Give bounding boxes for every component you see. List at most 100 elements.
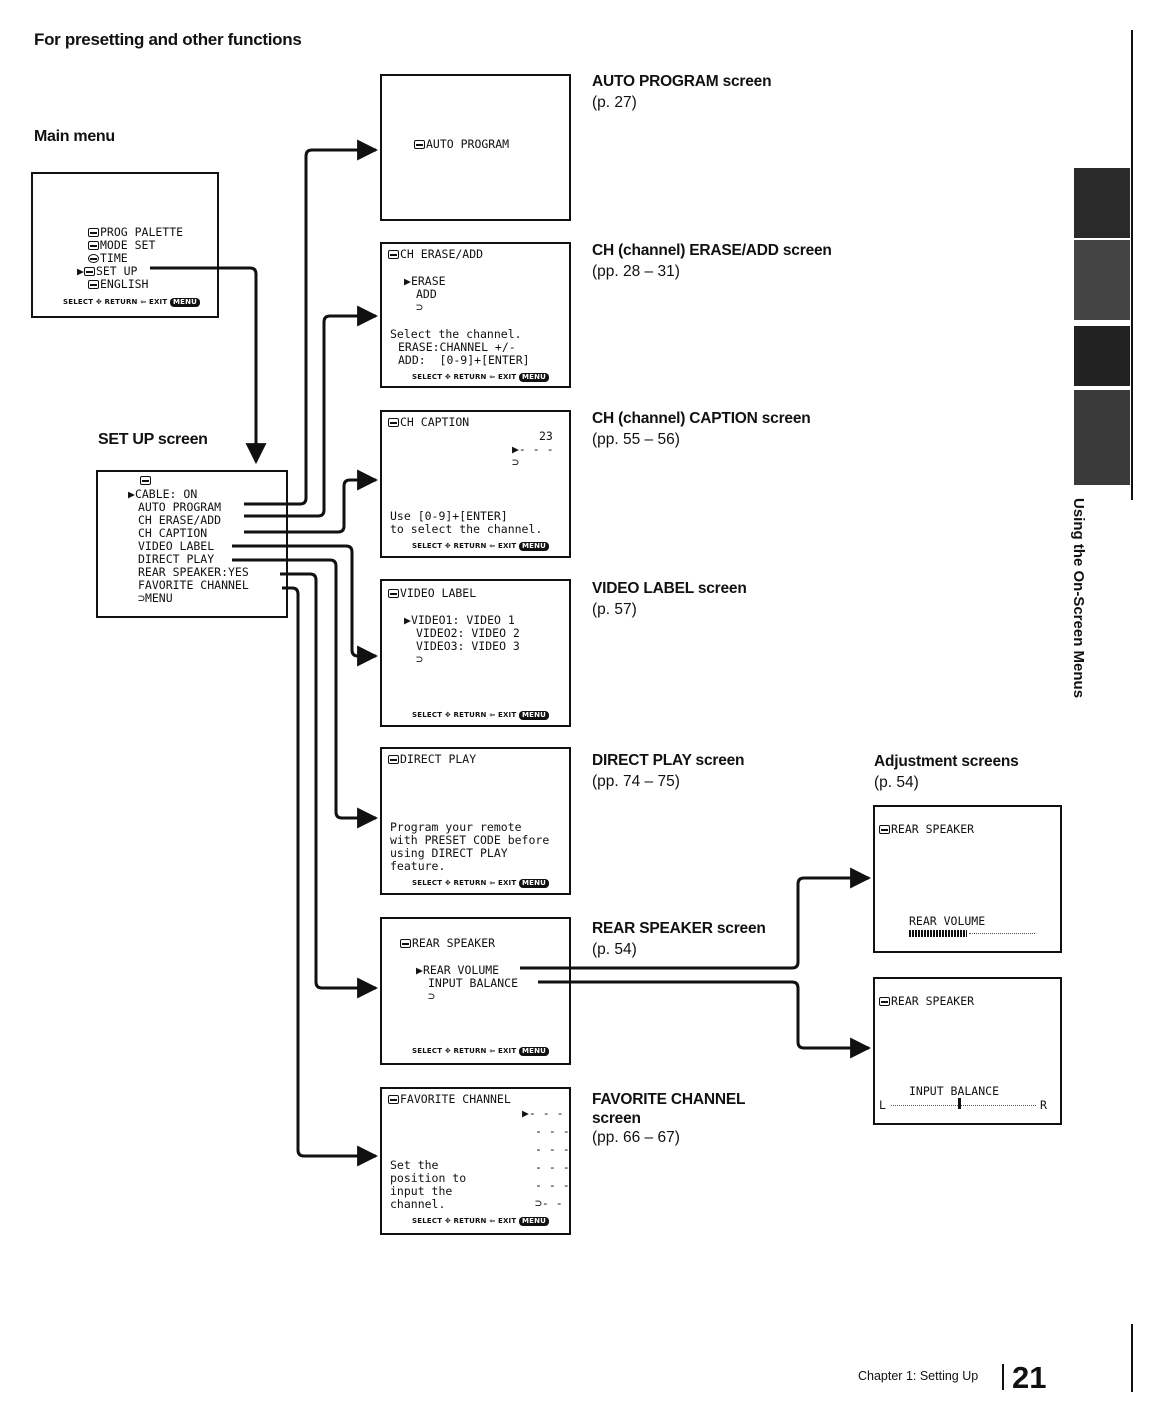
thumb-index-bar (1074, 390, 1130, 485)
tv-icon (388, 755, 399, 764)
screen-title: FAVORITE CHANNEL (388, 1093, 511, 1106)
instruction-line: feature. (390, 859, 446, 873)
setup-item-auto-program: AUTO PROGRAM (138, 500, 222, 514)
adjustment-screens-page: (p. 54) (874, 774, 919, 791)
setup-item-favorite-channel: FAVORITE CHANNEL (138, 578, 249, 592)
setup-item-ch-erase-add: CH ERASE/ADD (138, 513, 222, 527)
thumb-index-bar (1074, 240, 1130, 320)
page-ref-ch-erase-add: (pp. 28 – 31) (592, 263, 680, 280)
volume-bar-rest (969, 933, 1035, 935)
caption-rear-speaker: REAR SPEAKER screen (592, 920, 766, 937)
channel-number: 23 (539, 429, 553, 443)
option-erase: ▶ERASE (404, 274, 446, 288)
screen-footer: SELECT ✥ RETURN ⇦ EXIT MENU (412, 709, 550, 722)
instruction-line: Select the channel. (390, 327, 522, 341)
screen-title: AUTO PROGRAM (414, 138, 509, 151)
rear-speaker-screen: REAR SPEAKER ▶REAR VOLUME INPUT BALANCE … (380, 917, 571, 1065)
screen-title: VIDEO LABEL (388, 587, 476, 600)
screen-title: CH CAPTION (388, 416, 469, 429)
arrow-direct-play (232, 558, 379, 829)
setup-item-cable: ▶CABLE: ON (128, 487, 198, 501)
tv-icon (388, 1095, 399, 1104)
tv-icon (400, 939, 411, 948)
menu-item-mode-set: MODE SET (88, 239, 155, 252)
balance-left: L (879, 1098, 886, 1112)
option-rear-volume: ▶REAR VOLUME (416, 963, 500, 977)
direct-play-screen: DIRECT PLAY Program your remote with PRE… (380, 747, 571, 895)
caption-line: FAVORITE CHANNEL (592, 1091, 746, 1108)
channel-slot: ▶- - - (522, 1106, 564, 1120)
return-icon: ⊃ (416, 300, 423, 314)
page-ref-video-label: (p. 57) (592, 601, 637, 618)
caption-video-label: VIDEO LABEL screen (592, 580, 747, 597)
page-ref-auto-program: (p. 27) (592, 94, 637, 111)
arrow-main-to-setup (150, 266, 267, 465)
page-ref-ch-caption: (pp. 55 – 56) (592, 431, 680, 448)
setup-item-video-label: VIDEO LABEL (138, 539, 215, 553)
tv-icon (879, 997, 890, 1006)
instruction-line: using DIRECT PLAY (390, 846, 508, 860)
favorite-channel-screen: FAVORITE CHANNEL ▶- - - - - - - - - - - … (380, 1087, 571, 1235)
channel-slot: - - - (535, 1142, 570, 1156)
arrow-input-balance (538, 980, 872, 1059)
screen-footer: SELECT ✥ RETURN ⇦ EXIT MENU (412, 877, 550, 890)
instruction-line: to select the channel. (390, 522, 543, 536)
main-menu-label: Main menu (34, 128, 115, 145)
volume-bar (909, 930, 967, 937)
arrow-rear-speaker (280, 572, 379, 999)
adj-rear-volume-screen: REAR SPEAKER REAR VOLUME (873, 805, 1062, 953)
channel-slot: - - - (535, 1160, 570, 1174)
mode-icon (88, 241, 99, 250)
footer-divider (1002, 1364, 1004, 1390)
language-icon (88, 280, 99, 289)
arrow-ch-erase-add (244, 305, 379, 518)
adjust-label: INPUT BALANCE (909, 1084, 1000, 1098)
adjust-label: REAR VOLUME (909, 914, 986, 928)
return-icon: ⊃ (428, 989, 435, 1003)
right-margin-rule (1131, 1324, 1133, 1392)
arrow-auto-program (244, 139, 379, 506)
instruction-line: ERASE:CHANNEL +/- (398, 340, 516, 354)
ch-caption-screen: CH CAPTION 23 ▶- - - ⊃ Use [0-9]+[ENTER]… (380, 410, 571, 558)
instruction-line: input the (390, 1184, 453, 1198)
screen-title: REAR SPEAKER (879, 823, 974, 836)
tv-icon (83, 267, 95, 276)
channel-entry: ▶- - - (512, 442, 554, 456)
instruction-line: Set the (390, 1158, 439, 1172)
thumb-index-bar (1074, 168, 1130, 238)
screen-footer: SELECT ✥ RETURN ⇦ EXIT MENU (63, 296, 201, 309)
video-label-row: ▶VIDEO1: VIDEO 1 (404, 613, 515, 627)
page-number: 21 (1012, 1360, 1047, 1395)
tv-icon (414, 140, 425, 149)
instruction-line: ADD: [0-9]+[ENTER] (398, 353, 530, 367)
page-title: For presetting and other functions (34, 30, 302, 49)
screen-footer: SELECT ✥ RETURN ⇦ EXIT MENU (412, 540, 550, 553)
option-input-balance: INPUT BALANCE (428, 976, 519, 990)
tv-icon (140, 476, 151, 485)
caption-auto-program: AUTO PROGRAM screen (592, 73, 772, 90)
balance-right: R (1040, 1098, 1047, 1112)
tv-icon (388, 589, 399, 598)
video-label-row: VIDEO2: VIDEO 2 (416, 626, 520, 640)
arrow-favorite-channel (282, 586, 379, 1167)
instruction-line: Program your remote (390, 820, 522, 834)
channel-slot: - - - (535, 1124, 570, 1138)
setup-item-direct-play: DIRECT PLAY (138, 552, 215, 566)
page-ref-direct-play: (pp. 74 – 75) (592, 773, 680, 790)
clock-icon (88, 254, 99, 263)
menu-item-prog-palette: PROG PALETTE (88, 226, 183, 239)
tv-icon (879, 825, 890, 834)
arrow-rear-volume (520, 867, 872, 970)
instruction-line: channel. (390, 1197, 446, 1211)
arrow-ch-caption (244, 469, 379, 534)
caption-ch-caption: CH (channel) CAPTION screen (592, 410, 811, 427)
instruction-line: position to (390, 1171, 467, 1185)
screen-footer: SELECT ✥ RETURN ⇦ EXIT MENU (412, 371, 550, 384)
screen-title: CH ERASE/ADD (388, 248, 483, 261)
palette-icon (88, 228, 99, 237)
menu-item-english: ENGLISH (88, 278, 148, 291)
footer-chapter: Chapter 1: Setting Up (858, 1369, 979, 1383)
return-icon: ⊃- - (535, 1196, 563, 1210)
ch-erase-add-screen: CH ERASE/ADD ▶ERASE ADD ⊃ Select the cha… (380, 242, 571, 388)
